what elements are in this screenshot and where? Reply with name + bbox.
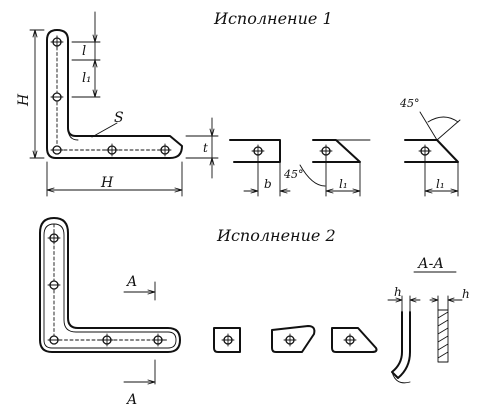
label-h-left: h [394,285,402,299]
label-t: t [203,141,208,155]
v2-end-detail-2 [271,325,316,353]
dimension-H-vertical: H [16,29,45,159]
dimension-H-horizontal: H [46,161,183,197]
title-variant-1: Исполнение 1 [213,9,333,28]
label-S-group: S [91,110,124,138]
variant2-corner-plate [39,217,181,353]
label-angle-45-right: 45° [399,97,420,110]
label-section-AA: А-А [417,256,444,272]
end-detail-chamfer: l₁ 45° [283,139,371,197]
end-detail-angled: 45° l₁ [399,97,461,197]
label-angle-45-mid: 45° [283,168,304,181]
v2-end-detail-1 [213,327,241,353]
section-line-A: A A [123,274,156,408]
v2-end-detail-3 [331,327,378,353]
label-l1-mid: l₁ [339,177,348,191]
label-H-vertical: H [16,93,32,107]
label-l: l [82,44,86,59]
label-l1-right: l₁ [436,177,445,191]
section-AA: А-А h h [387,256,470,384]
label-section-A-top: A [125,274,137,290]
title-variant-2: Исполнение 2 [216,226,336,245]
variant2-holes [47,231,165,347]
dimension-b-right: t [185,117,219,179]
label-l1-vertical: l₁ [82,71,91,86]
variant1-holes [50,35,172,157]
label-section-A-bottom: A [125,392,137,408]
end-detail-square: b [229,139,291,197]
dimension-l-vertical: l l₁ [71,11,101,98]
label-S: S [114,110,124,126]
label-b: b [264,177,272,191]
label-h-right: h [462,287,470,301]
label-H-horizontal: H [100,175,114,191]
variant1-corner-plate [46,29,183,159]
